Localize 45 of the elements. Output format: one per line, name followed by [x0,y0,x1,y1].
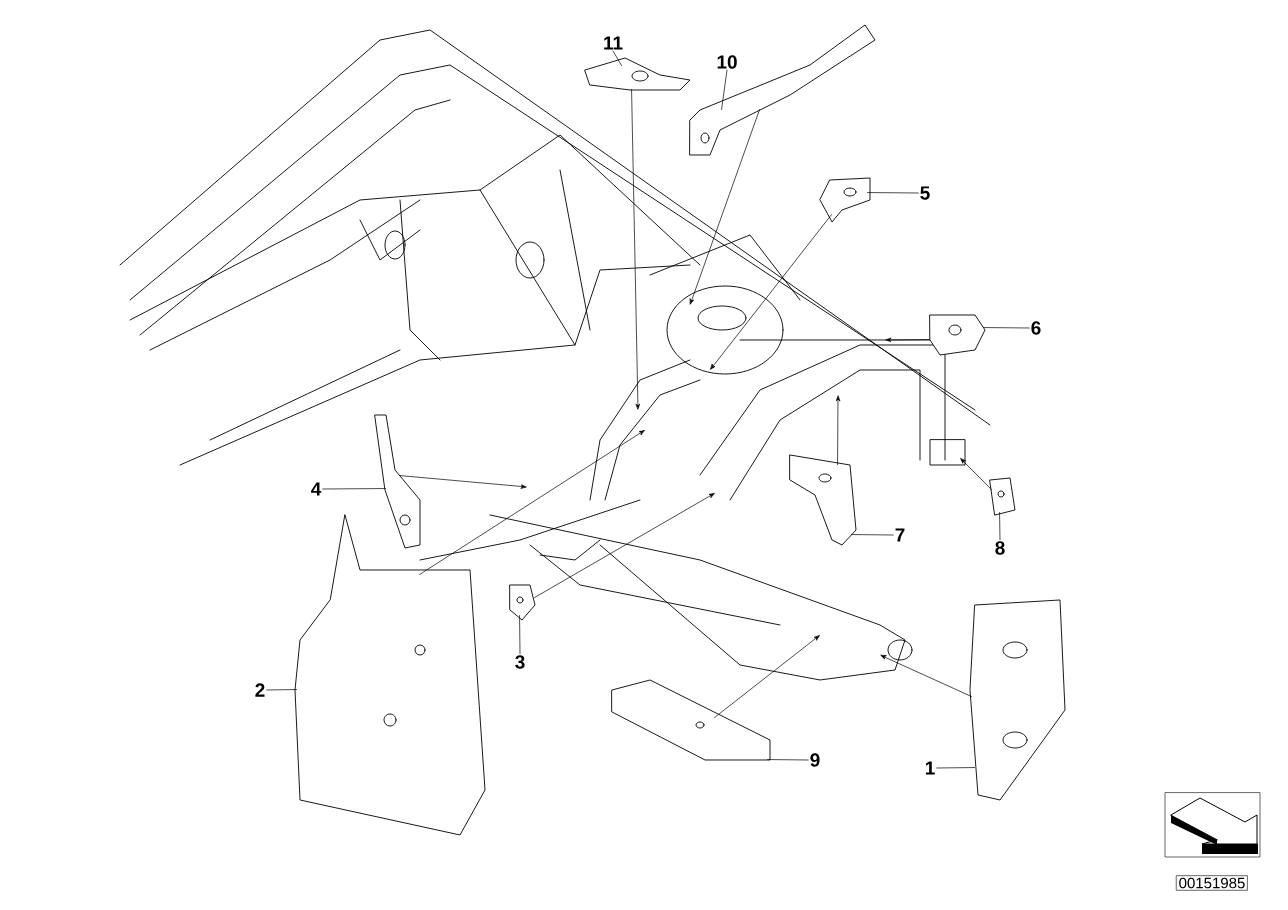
leader-line [999,512,1001,541]
leader-line [266,689,297,691]
callout-number: 2 [255,683,265,697]
part-drawing [294,514,486,836]
arrow [534,493,715,598]
part-drawing [969,599,1066,801]
callout-number: 6 [1031,321,1041,335]
arrow [714,635,820,718]
part-drawing [611,679,771,761]
callout-number: 11 [604,36,623,50]
arrow [631,89,640,410]
part-drawing [789,454,857,546]
callout-number: 7 [895,528,905,542]
part-drawing [584,57,691,91]
callout-number: 8 [995,541,1005,555]
leader-line [612,50,622,66]
arrow [690,109,760,305]
callout-number: 4 [311,482,322,496]
callout-number: 1 [925,761,935,775]
drawing-number: 00151985 [1176,875,1248,891]
arrow [710,214,832,370]
leader-line [519,615,521,655]
arrow [960,458,992,490]
leader-line [767,759,809,761]
arrow [419,430,645,575]
part-drawing [819,177,871,223]
leader-line [322,488,386,490]
leader-line [721,69,728,110]
part-drawing [509,584,536,621]
arrow [835,395,841,465]
leader-line [936,767,975,769]
part-drawing [989,477,1016,516]
part-drawing [374,414,421,549]
part-drawing [689,24,876,156]
arrow [880,655,972,697]
part-drawing [929,314,986,356]
callout-number: 5 [920,186,930,200]
callout-number: 3 [515,655,525,669]
leader-line [983,327,1030,329]
callout-number: 10 [717,55,737,69]
arrow [399,475,527,489]
leader-line [867,192,919,194]
callout-number: 9 [810,753,820,767]
leader-line [851,534,894,536]
arrow [885,337,930,342]
